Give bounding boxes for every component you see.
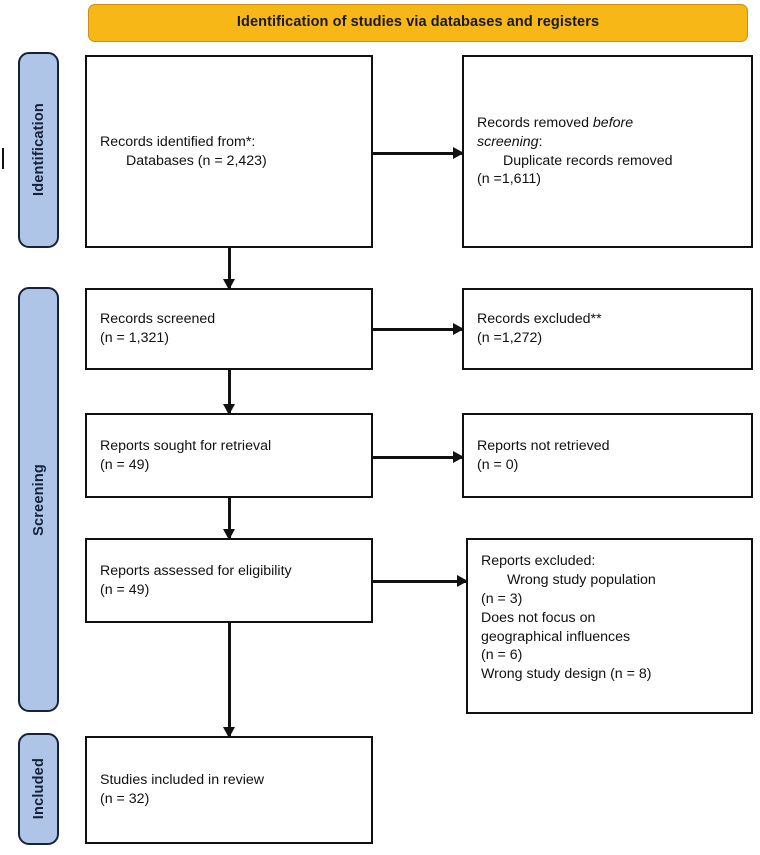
edge-tick-mark bbox=[2, 148, 4, 169]
records-screened-line1: Records screened bbox=[100, 311, 216, 328]
stage-label-identification: Identification bbox=[30, 103, 47, 197]
box-records-removed: Records removed before screening: Duplic… bbox=[462, 55, 753, 248]
records-removed-line3: Duplicate records removed bbox=[503, 152, 673, 169]
records-excluded-line2: (n =1,272) bbox=[477, 330, 543, 346]
box-reports-not-retrieved: Reports not retrieved (n = 0) bbox=[462, 413, 753, 498]
arrow-sought-to-not-retrieved bbox=[373, 456, 463, 459]
studies-included-line1: Studies included in review bbox=[100, 772, 265, 789]
records-excluded-line1: Records excluded** bbox=[477, 311, 602, 328]
records-removed-line4: (n =1,611) bbox=[477, 171, 542, 188]
stage-pill-included: Included bbox=[18, 733, 59, 845]
stage-label-included: Included bbox=[30, 758, 47, 820]
box-records-identified: Records identified from*: Databases (n =… bbox=[85, 55, 373, 248]
stage-pill-identification: Identification bbox=[18, 52, 59, 248]
arrow-identified-to-screened bbox=[228, 248, 231, 289]
records-screened-line2: (n = 1,321) bbox=[100, 330, 170, 346]
reports-excluded-line5: geographical influences bbox=[481, 628, 631, 645]
arrow-assessed-to-excluded bbox=[373, 580, 467, 583]
arrow-screened-to-sought bbox=[228, 370, 231, 414]
reports-sought-line2: (n = 49) bbox=[100, 456, 150, 473]
records-identified-line1: Records identified from*: bbox=[100, 133, 256, 150]
stage-label-screening: Screening bbox=[30, 463, 47, 536]
box-reports-assessed: Reports assessed for eligibility (n = 49… bbox=[85, 538, 373, 623]
reports-excluded-line7: Wrong study design (n = 8) bbox=[481, 666, 652, 683]
box-records-screened: Records screened (n = 1,321) bbox=[85, 288, 373, 370]
records-removed-line1: Records removed before bbox=[477, 114, 634, 131]
stage-pill-screening: Screening bbox=[18, 287, 59, 712]
arrow-assessed-to-included bbox=[228, 623, 231, 737]
reports-excluded-line6: (n = 6) bbox=[481, 647, 523, 664]
reports-assessed-line2: (n = 49) bbox=[100, 581, 150, 598]
box-reports-sought: Reports sought for retrieval (n = 49) bbox=[85, 413, 373, 498]
arrow-identified-to-removed bbox=[373, 152, 463, 155]
records-identified-line2: Databases (n = 2,423) bbox=[126, 152, 267, 169]
studies-included-line2: (n = 32) bbox=[100, 791, 150, 807]
box-studies-included: Studies included in review (n = 32) bbox=[85, 736, 373, 844]
reports-assessed-line1: Reports assessed for eligibility bbox=[100, 562, 292, 579]
arrow-screened-to-excluded bbox=[373, 328, 463, 331]
reports-excluded-line1: Reports excluded: bbox=[481, 553, 596, 569]
banner-title: Identification of studies via databases … bbox=[236, 14, 600, 31]
box-records-excluded: Records excluded** (n =1,272) bbox=[462, 288, 753, 370]
reports-excluded-line3: (n = 3) bbox=[481, 590, 523, 607]
box-reports-excluded: Reports excluded: Wrong study population… bbox=[466, 538, 753, 714]
reports-not-retrieved-line2: (n = 0) bbox=[477, 456, 519, 473]
arrow-sought-to-assessed bbox=[228, 498, 231, 539]
records-removed-line2: screening: bbox=[477, 133, 543, 150]
diagram-banner: Identification of studies via databases … bbox=[88, 4, 748, 42]
reports-excluded-line2: Wrong study population bbox=[507, 571, 656, 588]
reports-excluded-line4: Does not focus on bbox=[481, 609, 596, 626]
reports-sought-line1: Reports sought for retrieval bbox=[100, 437, 272, 454]
reports-not-retrieved-line1: Reports not retrieved bbox=[477, 437, 610, 454]
